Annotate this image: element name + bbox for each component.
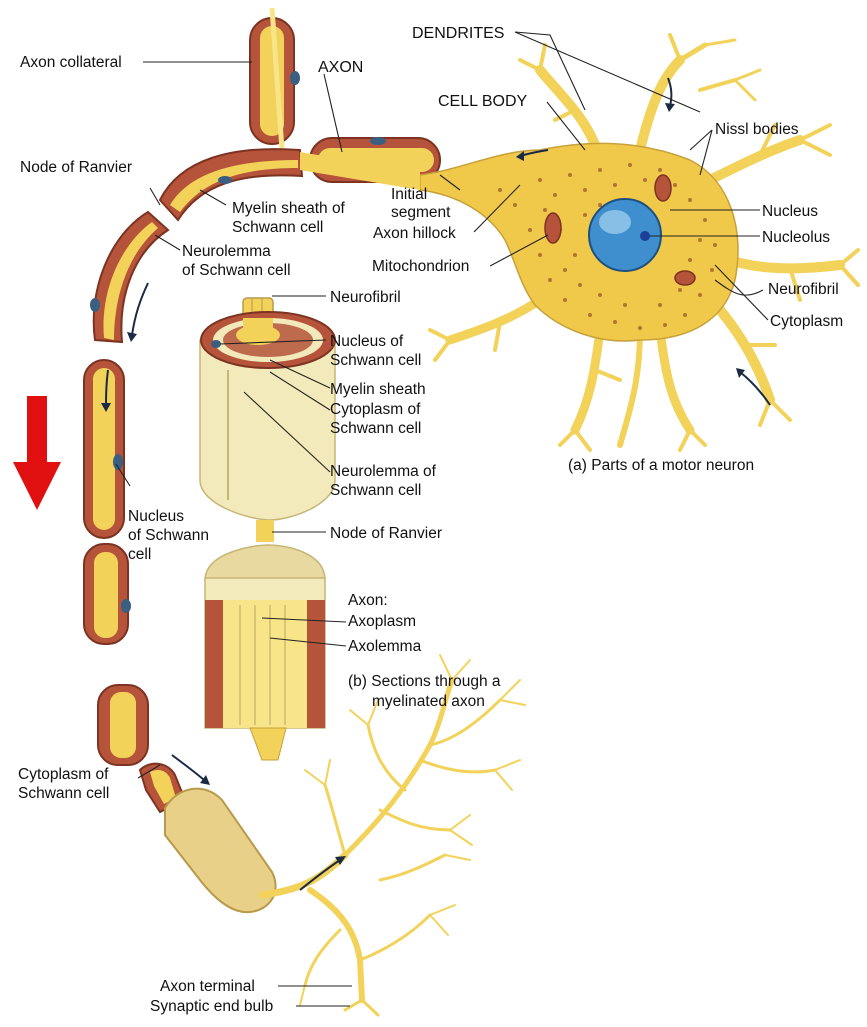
myelinated-axon-section (200, 298, 335, 760)
label-cell-body: CELL BODY (438, 93, 528, 110)
label-axon-hillock: Axon hillock (373, 225, 456, 242)
label-neurolemma-of-schwann-cell-center: Neurolemma of Schwann cell (330, 463, 440, 499)
label-cytoplasm-of-schwann-cell-left: Cytoplasm of Schwann cell (18, 766, 113, 802)
schwann-nucleus (290, 71, 300, 85)
label-neurofibril-center: Neurofibril (330, 289, 401, 306)
nucleolus (640, 231, 650, 241)
label-axoplasm: Axoplasm (348, 613, 416, 630)
label-cytoplasm-right: Cytoplasm (770, 313, 843, 330)
label-axon-terminal: Axon terminal (160, 978, 255, 995)
label-cytoplasm-of-schwann-cell-center: Cytoplasm of Schwann cell (330, 401, 425, 437)
label-axon: AXON (318, 59, 363, 76)
label-axon-section: Axon: (348, 592, 388, 609)
label-axon-collateral: Axon collateral (20, 54, 122, 71)
label-nucleus-of-schwann-cell-left: Nucleus of Schwann cell (128, 508, 213, 563)
nucleus (589, 199, 661, 271)
label-synaptic-end-bulb: Synaptic end bulb (150, 998, 273, 1015)
axon-collateral (250, 8, 300, 150)
label-myelin-sheath-center: Myelin sheath (330, 381, 426, 398)
mitochondrion (545, 213, 561, 243)
caption-b: (b) Sections through a myelinated axon (348, 673, 505, 710)
label-nucleus: Nucleus (762, 203, 818, 220)
label-nucleolus: Nucleolus (762, 229, 830, 246)
label-axolemma: Axolemma (348, 638, 422, 655)
label-neurolemma-of-schwann-cell-left: Neurolemma of Schwann cell (182, 243, 291, 279)
label-node-of-ranvier-center: Node of Ranvier (330, 525, 442, 542)
label-node-of-ranvier-top: Node of Ranvier (20, 159, 132, 176)
label-mitochondrion: Mitochondrion (372, 258, 469, 275)
label-myelin-sheath-of-schwann-cell: Myelin sheath of Schwann cell (232, 200, 349, 236)
label-dendrites: DENDRITES (412, 25, 504, 42)
label-nissl-bodies: Nissl bodies (715, 121, 799, 138)
caption-a: (a) Parts of a motor neuron (568, 457, 754, 474)
label-nucleus-of-schwann-cell-center: Nucleus of Schwann cell (330, 333, 421, 369)
label-neurofibril-right: Neurofibril (768, 281, 839, 298)
direction-arrow (13, 396, 61, 510)
